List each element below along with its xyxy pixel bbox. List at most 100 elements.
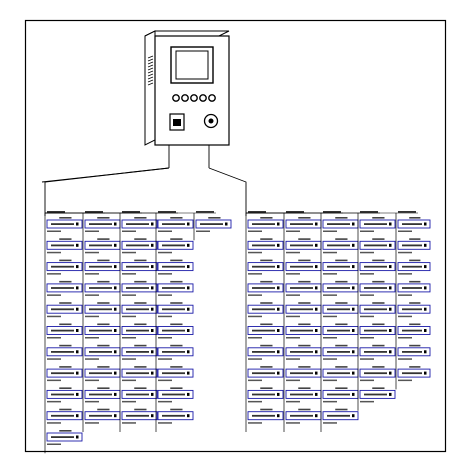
terminal-unit [359, 259, 396, 272]
unit-caption [335, 302, 348, 304]
column-header-mark [248, 211, 266, 213]
unit-indicator [424, 307, 427, 311]
unit-indicator [277, 286, 280, 290]
unit-address-mark [323, 273, 337, 275]
unit-indicator [389, 307, 392, 311]
unit-address-mark [85, 315, 99, 318]
unit-address-mark [323, 251, 337, 254]
terminal-unit [247, 408, 284, 421]
unit-indicator [352, 329, 355, 332]
unit-label [402, 372, 422, 375]
control-buttons [172, 94, 216, 102]
unit-indicator [424, 329, 427, 332]
terminal-unit [46, 344, 83, 357]
unit-address-mark [360, 294, 374, 296]
unit-label [162, 351, 185, 353]
unit-caption [372, 366, 385, 368]
unit-label [327, 393, 350, 396]
terminal-unit [359, 387, 396, 399]
unit-address-mark [248, 422, 262, 424]
unit-indicator [352, 307, 355, 311]
unit-caption [298, 323, 311, 326]
column-header-mark [323, 211, 341, 213]
column-header-mark [85, 211, 103, 213]
unit-caption [134, 302, 147, 304]
unit-indicator [315, 329, 318, 332]
unit-caption [372, 217, 385, 219]
column-header-mark [286, 211, 304, 213]
unit-indicator [76, 392, 79, 396]
drawing-frame [24, 19, 447, 453]
unit-address-mark [85, 379, 99, 382]
unit-address-mark [122, 379, 136, 382]
button-3 [190, 94, 198, 102]
unit-caption [298, 238, 311, 240]
terminal-unit [359, 280, 396, 293]
terminal-unit [121, 408, 158, 421]
button-2 [181, 94, 189, 102]
unit-caption [59, 430, 72, 432]
column-header-mark [398, 211, 416, 213]
unit-label [252, 244, 275, 247]
unit-caption [409, 344, 421, 347]
unit-indicator [114, 307, 117, 311]
unit-caption [97, 238, 110, 240]
unit-indicator [114, 222, 117, 226]
unit-address-mark [360, 230, 374, 232]
unit-indicator [277, 329, 280, 332]
unit-label [89, 393, 112, 396]
unit-indicator [277, 222, 280, 226]
unit-caption [134, 259, 147, 262]
unit-address-mark [286, 337, 300, 339]
unit-label [51, 351, 74, 353]
unit-caption [335, 280, 348, 283]
unit-address-mark [323, 400, 337, 403]
unit-indicator [352, 371, 355, 375]
unit-indicator [315, 265, 318, 269]
unit-label [162, 265, 185, 268]
terminal-unit [397, 323, 431, 335]
unit-indicator [352, 350, 355, 354]
unit-caption [134, 323, 147, 326]
unit-label [290, 308, 313, 311]
unit-address-mark [122, 315, 136, 318]
unit-label [51, 436, 74, 438]
unit-caption [372, 302, 385, 304]
unit-indicator [151, 307, 154, 311]
unit-address-mark [360, 337, 374, 339]
unit-caption [298, 217, 311, 219]
unit-label [51, 223, 74, 225]
unit-label [89, 287, 112, 289]
unit-indicator [151, 286, 154, 290]
unit-address-mark [286, 230, 300, 232]
button-4 [199, 94, 207, 102]
unit-caption [59, 259, 72, 262]
unit-address-mark [158, 379, 172, 382]
terminal-unit [247, 280, 284, 293]
unit-indicator [187, 392, 190, 396]
terminal-unit [359, 366, 396, 378]
unit-label [290, 393, 313, 396]
unit-label [252, 329, 275, 332]
terminal-unit [121, 259, 158, 272]
unit-label [51, 372, 74, 375]
terminal-unit [46, 238, 83, 250]
unit-label [89, 308, 112, 311]
unit-caption [372, 280, 385, 283]
unit-label [89, 223, 112, 225]
unit-label [402, 329, 422, 332]
unit-indicator [389, 329, 392, 332]
terminal-unit [359, 323, 396, 335]
unit-address-mark [158, 337, 172, 339]
unit-address-mark [398, 251, 412, 254]
unit-label [162, 244, 185, 247]
unit-address-mark [158, 230, 172, 232]
unit-indicator [114, 371, 117, 375]
column-header-mark [360, 211, 378, 213]
terminal-unit [157, 408, 194, 421]
unit-caption [170, 366, 183, 368]
unit-label [51, 265, 74, 268]
bus-cables [41, 145, 247, 216]
terminal-unit [247, 387, 284, 399]
unit-indicator [151, 392, 154, 396]
